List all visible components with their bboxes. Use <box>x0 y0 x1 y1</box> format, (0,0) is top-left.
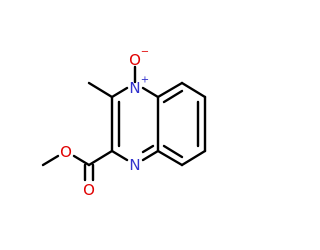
bond-c2-methyl <box>87 81 114 99</box>
bond-c3-carbonyl-carbon <box>87 149 114 167</box>
atom-n1-charge: + <box>141 75 149 86</box>
atom-labels: N + O − N O O <box>60 47 149 200</box>
molecule-canvas: N + O − N O O <box>41 47 207 200</box>
bond-n4-c4a <box>141 149 160 162</box>
bond-ester-o-methyl <box>41 154 60 167</box>
bond-c5-c4a <box>156 149 184 167</box>
bond-carbonyl-ester-o <box>72 154 91 167</box>
bond-c8-c7 <box>180 81 207 99</box>
bond-n1-c2 <box>110 86 129 99</box>
atom-o-ester-label: O <box>60 143 72 161</box>
bond-c3-n4 <box>110 149 129 162</box>
atom-o-oxide-label: O <box>129 51 141 69</box>
atom-n4-label: N <box>129 156 140 174</box>
bond-c6-c5 <box>180 149 207 167</box>
atom-n1-label: N <box>129 79 140 97</box>
bond-c8a-n1 <box>141 86 160 99</box>
bond-c8a-c8-inner <box>162 89 184 104</box>
molecule-diagram: N + O − N O O <box>41 47 207 200</box>
atom-o-oxide-charge: − <box>141 47 149 58</box>
bond-c8a-c8 <box>156 81 184 99</box>
atom-o-carbonyl-label: O <box>83 181 95 199</box>
bonds <box>41 65 207 182</box>
bond-n4-c4a-inner <box>141 144 155 154</box>
bond-c5-c4a-inner <box>162 144 184 159</box>
